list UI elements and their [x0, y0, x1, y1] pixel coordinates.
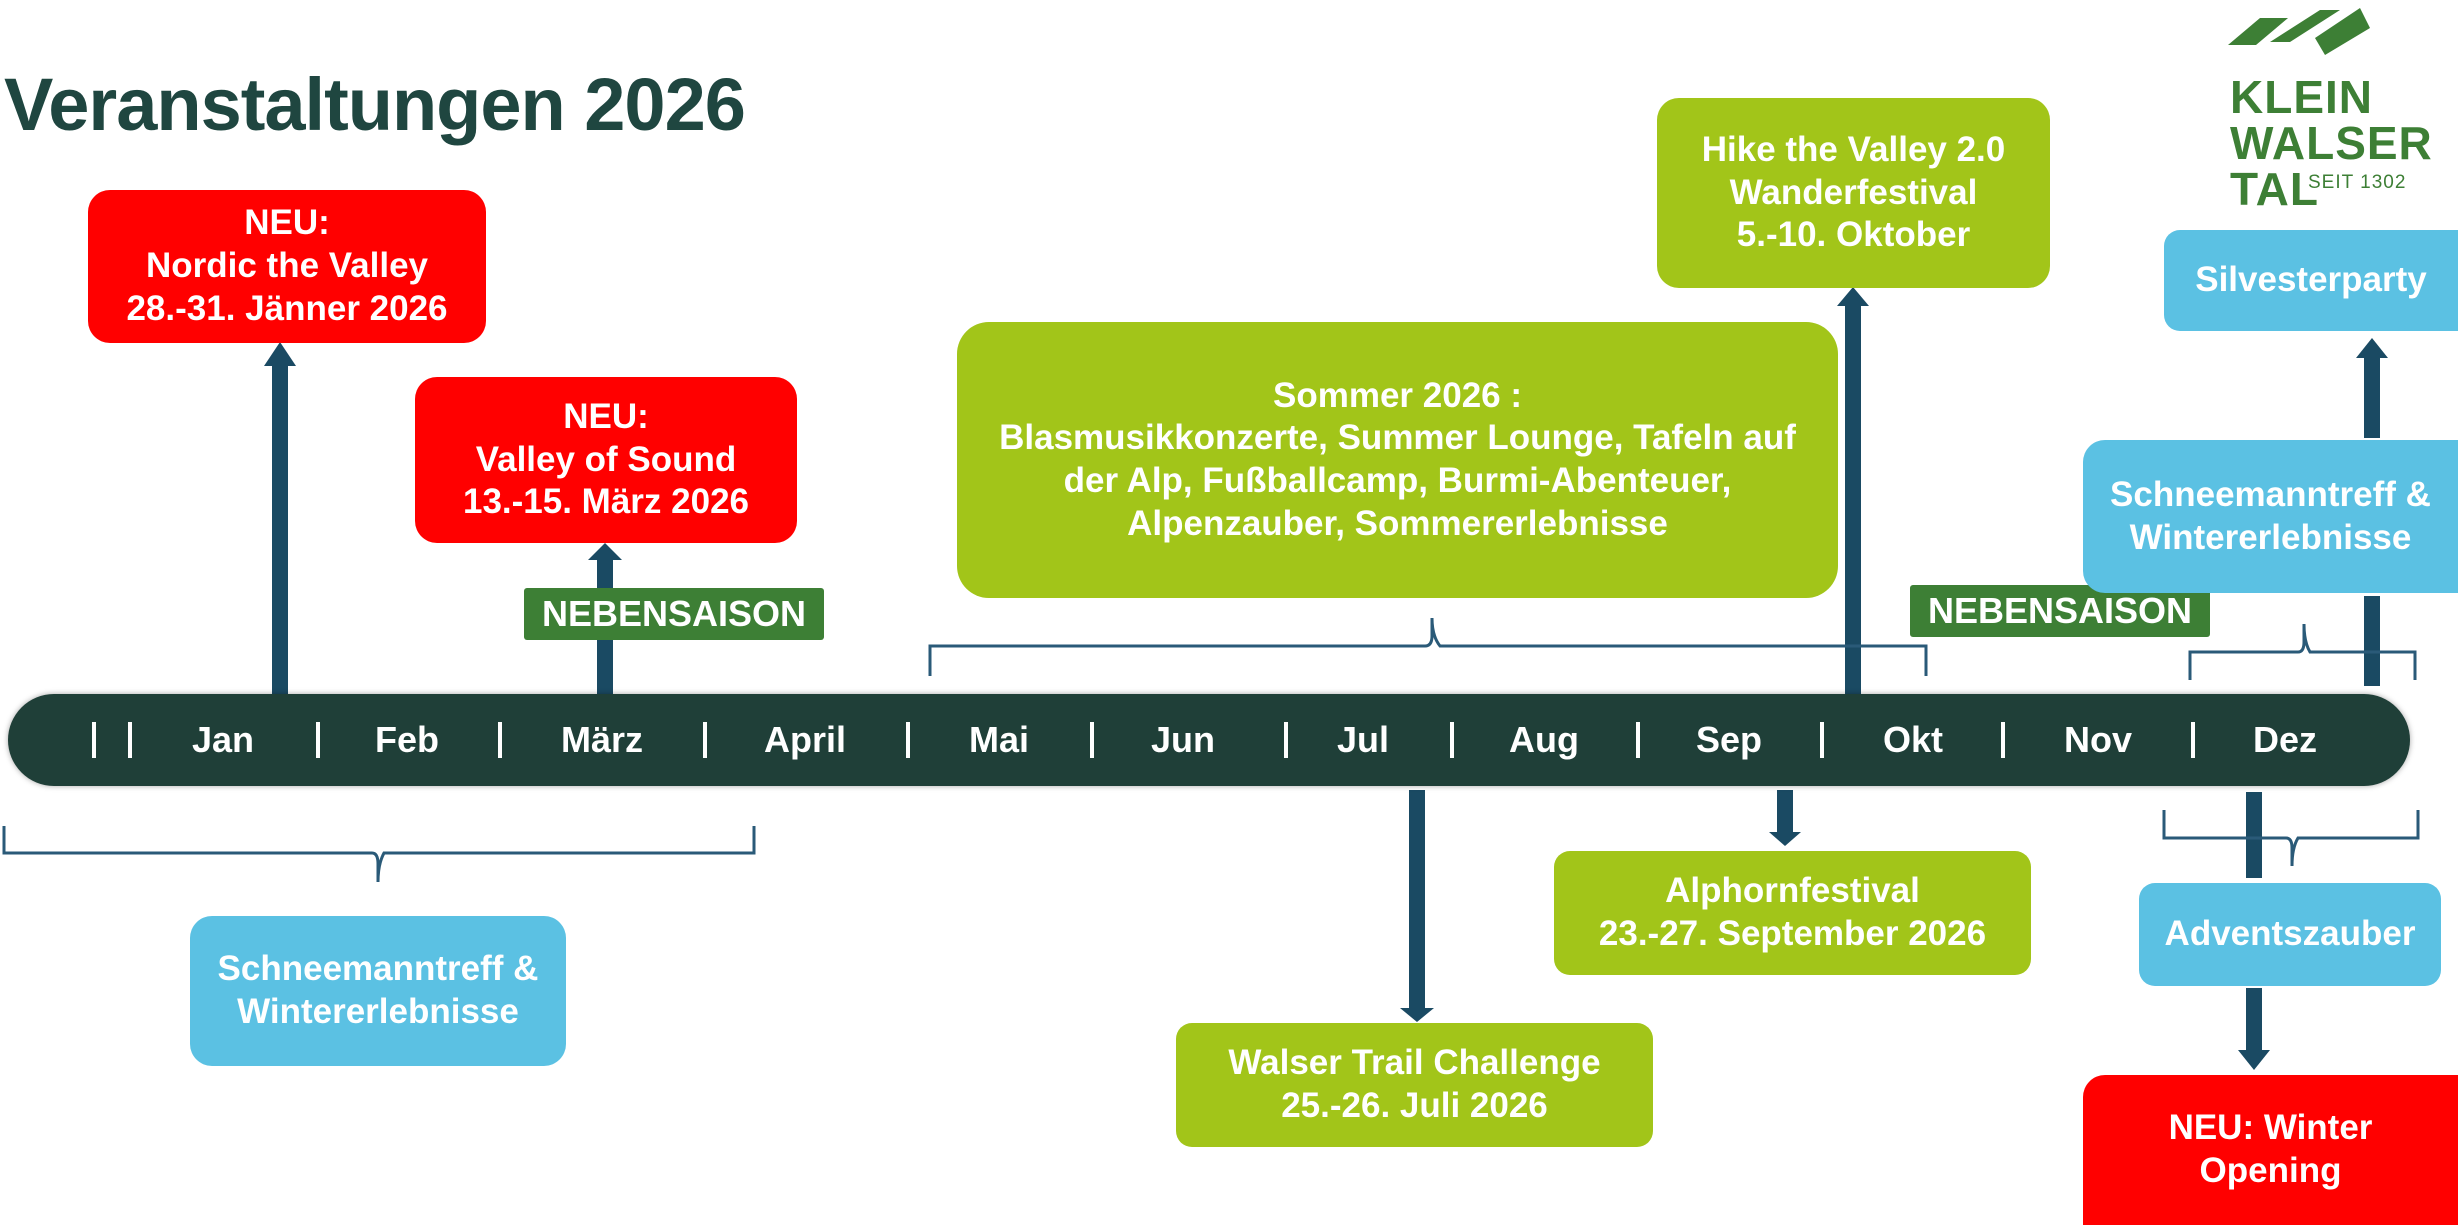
- arrow-trail: [1400, 790, 1434, 1022]
- event-date: 25.-26. Juli 2026: [1281, 1086, 1548, 1125]
- arrow-alphorn: [1769, 790, 1801, 846]
- logo-line-2: WALSER: [2230, 117, 2433, 169]
- event-date: 23.-27. September 2026: [1598, 914, 1987, 953]
- month-april: April: [763, 719, 846, 760]
- month-separator: [1636, 722, 1640, 758]
- event-title: Walser Trail Challenge: [1228, 1043, 1601, 1083]
- month-separator: [128, 722, 132, 758]
- event-title: Wintererlebnisse: [2129, 517, 2412, 557]
- nebensaison-tag-autumn: NEBENSAISON: [1910, 585, 2210, 637]
- event-title: Wintererlebnisse: [237, 992, 519, 1031]
- event-title: Nordic the Valley: [145, 246, 429, 286]
- month-nov: Nov: [2063, 719, 2132, 760]
- month-separator: [498, 722, 502, 758]
- event-sommer-2026: Sommer 2026 : Blasmusikkonzerte, Summer …: [957, 322, 1838, 598]
- event-schneemanntreff-january: Schneemanntreff & Wintererlebnisse: [190, 916, 566, 1066]
- month-separator: [92, 722, 96, 758]
- nebensaison-tag-spring: NEBENSAISON: [524, 588, 824, 640]
- arrow-advent: [2246, 792, 2262, 878]
- event-hike-the-valley: Hike the Valley 2.0 Wanderfestival 5.-10…: [1657, 98, 2050, 288]
- logo-tagline: SEIT 1302: [2308, 172, 2407, 193]
- event-valley-of-sound: NEU: Valley of Sound 13.-15. März 2026: [415, 377, 797, 543]
- event-date: 13.-15. März 2026: [462, 482, 749, 522]
- month-jan: Jan: [191, 719, 255, 760]
- event-adventszauber: Adventszauber: [2139, 883, 2441, 986]
- timeline-bar: Jan Feb März April Mai Jun Jul Aug Sep O…: [8, 694, 2410, 786]
- month-sep: Sep: [1695, 719, 1763, 760]
- month-separator: [1090, 722, 1094, 758]
- event-description-line: der Alp, Fußballcamp, Burmi-Abenteuer,: [1063, 461, 1732, 500]
- event-schneemanntreff-december: Schneemanntreff & Wintererlebnisse: [2083, 440, 2458, 593]
- event-title: Alphornfestival: [1665, 871, 1920, 911]
- month-aug: Aug: [1509, 719, 1579, 760]
- month-okt: Okt: [1882, 719, 1943, 760]
- event-description-line: Blasmusikkonzerte, Summer Lounge, Tafeln…: [999, 418, 1796, 458]
- event-title: Silvesterparty: [2195, 260, 2427, 300]
- page-title: Veranstaltungen 2026: [4, 63, 746, 146]
- arrow-winter-opening: [2238, 988, 2270, 1070]
- month-dez: Dez: [2252, 719, 2318, 760]
- event-date: 28.-31. Jänner 2026: [126, 288, 448, 328]
- event-subtitle: Wanderfestival: [1729, 172, 1978, 212]
- month-maerz: März: [560, 719, 644, 760]
- event-alphornfestival: Alphornfestival 23.-27. September 2026: [1554, 851, 2031, 975]
- event-nordic-the-valley: NEU: Nordic the Valley 28.-31. Jänner 20…: [88, 190, 486, 343]
- event-silvesterparty: Silvesterparty: [2164, 230, 2458, 331]
- month-separator: [2001, 722, 2005, 758]
- event-title: Opening: [2199, 1151, 2342, 1190]
- brace-december-top: [2188, 623, 2417, 680]
- month-separator: [703, 722, 707, 758]
- month-jun: Jun: [1150, 719, 1215, 760]
- event-title: Adventszauber: [2164, 914, 2416, 954]
- event-title: Schneemanntreff &: [217, 949, 539, 989]
- month-separator: [1820, 722, 1824, 758]
- brace-winter-left: [2, 826, 756, 883]
- event-label: NEU:: [244, 203, 330, 243]
- month-separator: [1284, 722, 1288, 758]
- logo-mark-icon: [2228, 8, 2370, 55]
- month-separator: [316, 722, 320, 758]
- event-description-line: Alpenzauber, Sommererlebnisse: [1127, 503, 1668, 543]
- event-title: Hike the Valley 2.0: [1701, 129, 2006, 169]
- event-date: 5.-10. Oktober: [1736, 215, 1971, 255]
- event-label: NEU:: [563, 396, 649, 436]
- event-title: NEU: Winter: [2168, 1108, 2373, 1148]
- event-title: Valley of Sound: [475, 439, 737, 479]
- logo-line-3: TAL: [2230, 163, 2320, 215]
- brace-summer: [928, 617, 1928, 676]
- month-separator: [1450, 722, 1454, 758]
- month-jul: Jul: [1336, 719, 1389, 760]
- arrow-nordic: [264, 342, 296, 696]
- arrow-hike: [1837, 287, 1869, 696]
- logo-line-1: KLEIN: [2230, 71, 2373, 123]
- arrow-silvester: [2356, 338, 2388, 686]
- event-title: Sommer 2026 :: [1272, 375, 1523, 415]
- month-feb: Feb: [374, 719, 439, 760]
- klein-walser-tal-logo: KLEIN WALSER TAL SEIT 1302: [2220, 0, 2458, 212]
- month-separator: [906, 722, 910, 758]
- month-separator: [2191, 722, 2195, 758]
- event-winter-opening: NEU: Winter Opening: [2083, 1075, 2458, 1225]
- event-walser-trail-challenge: Walser Trail Challenge 25.-26. Juli 2026: [1176, 1023, 1653, 1147]
- brace-december-bottom: [2162, 810, 2420, 867]
- month-mai: Mai: [968, 719, 1029, 760]
- event-title: Schneemanntreff &: [2110, 474, 2431, 514]
